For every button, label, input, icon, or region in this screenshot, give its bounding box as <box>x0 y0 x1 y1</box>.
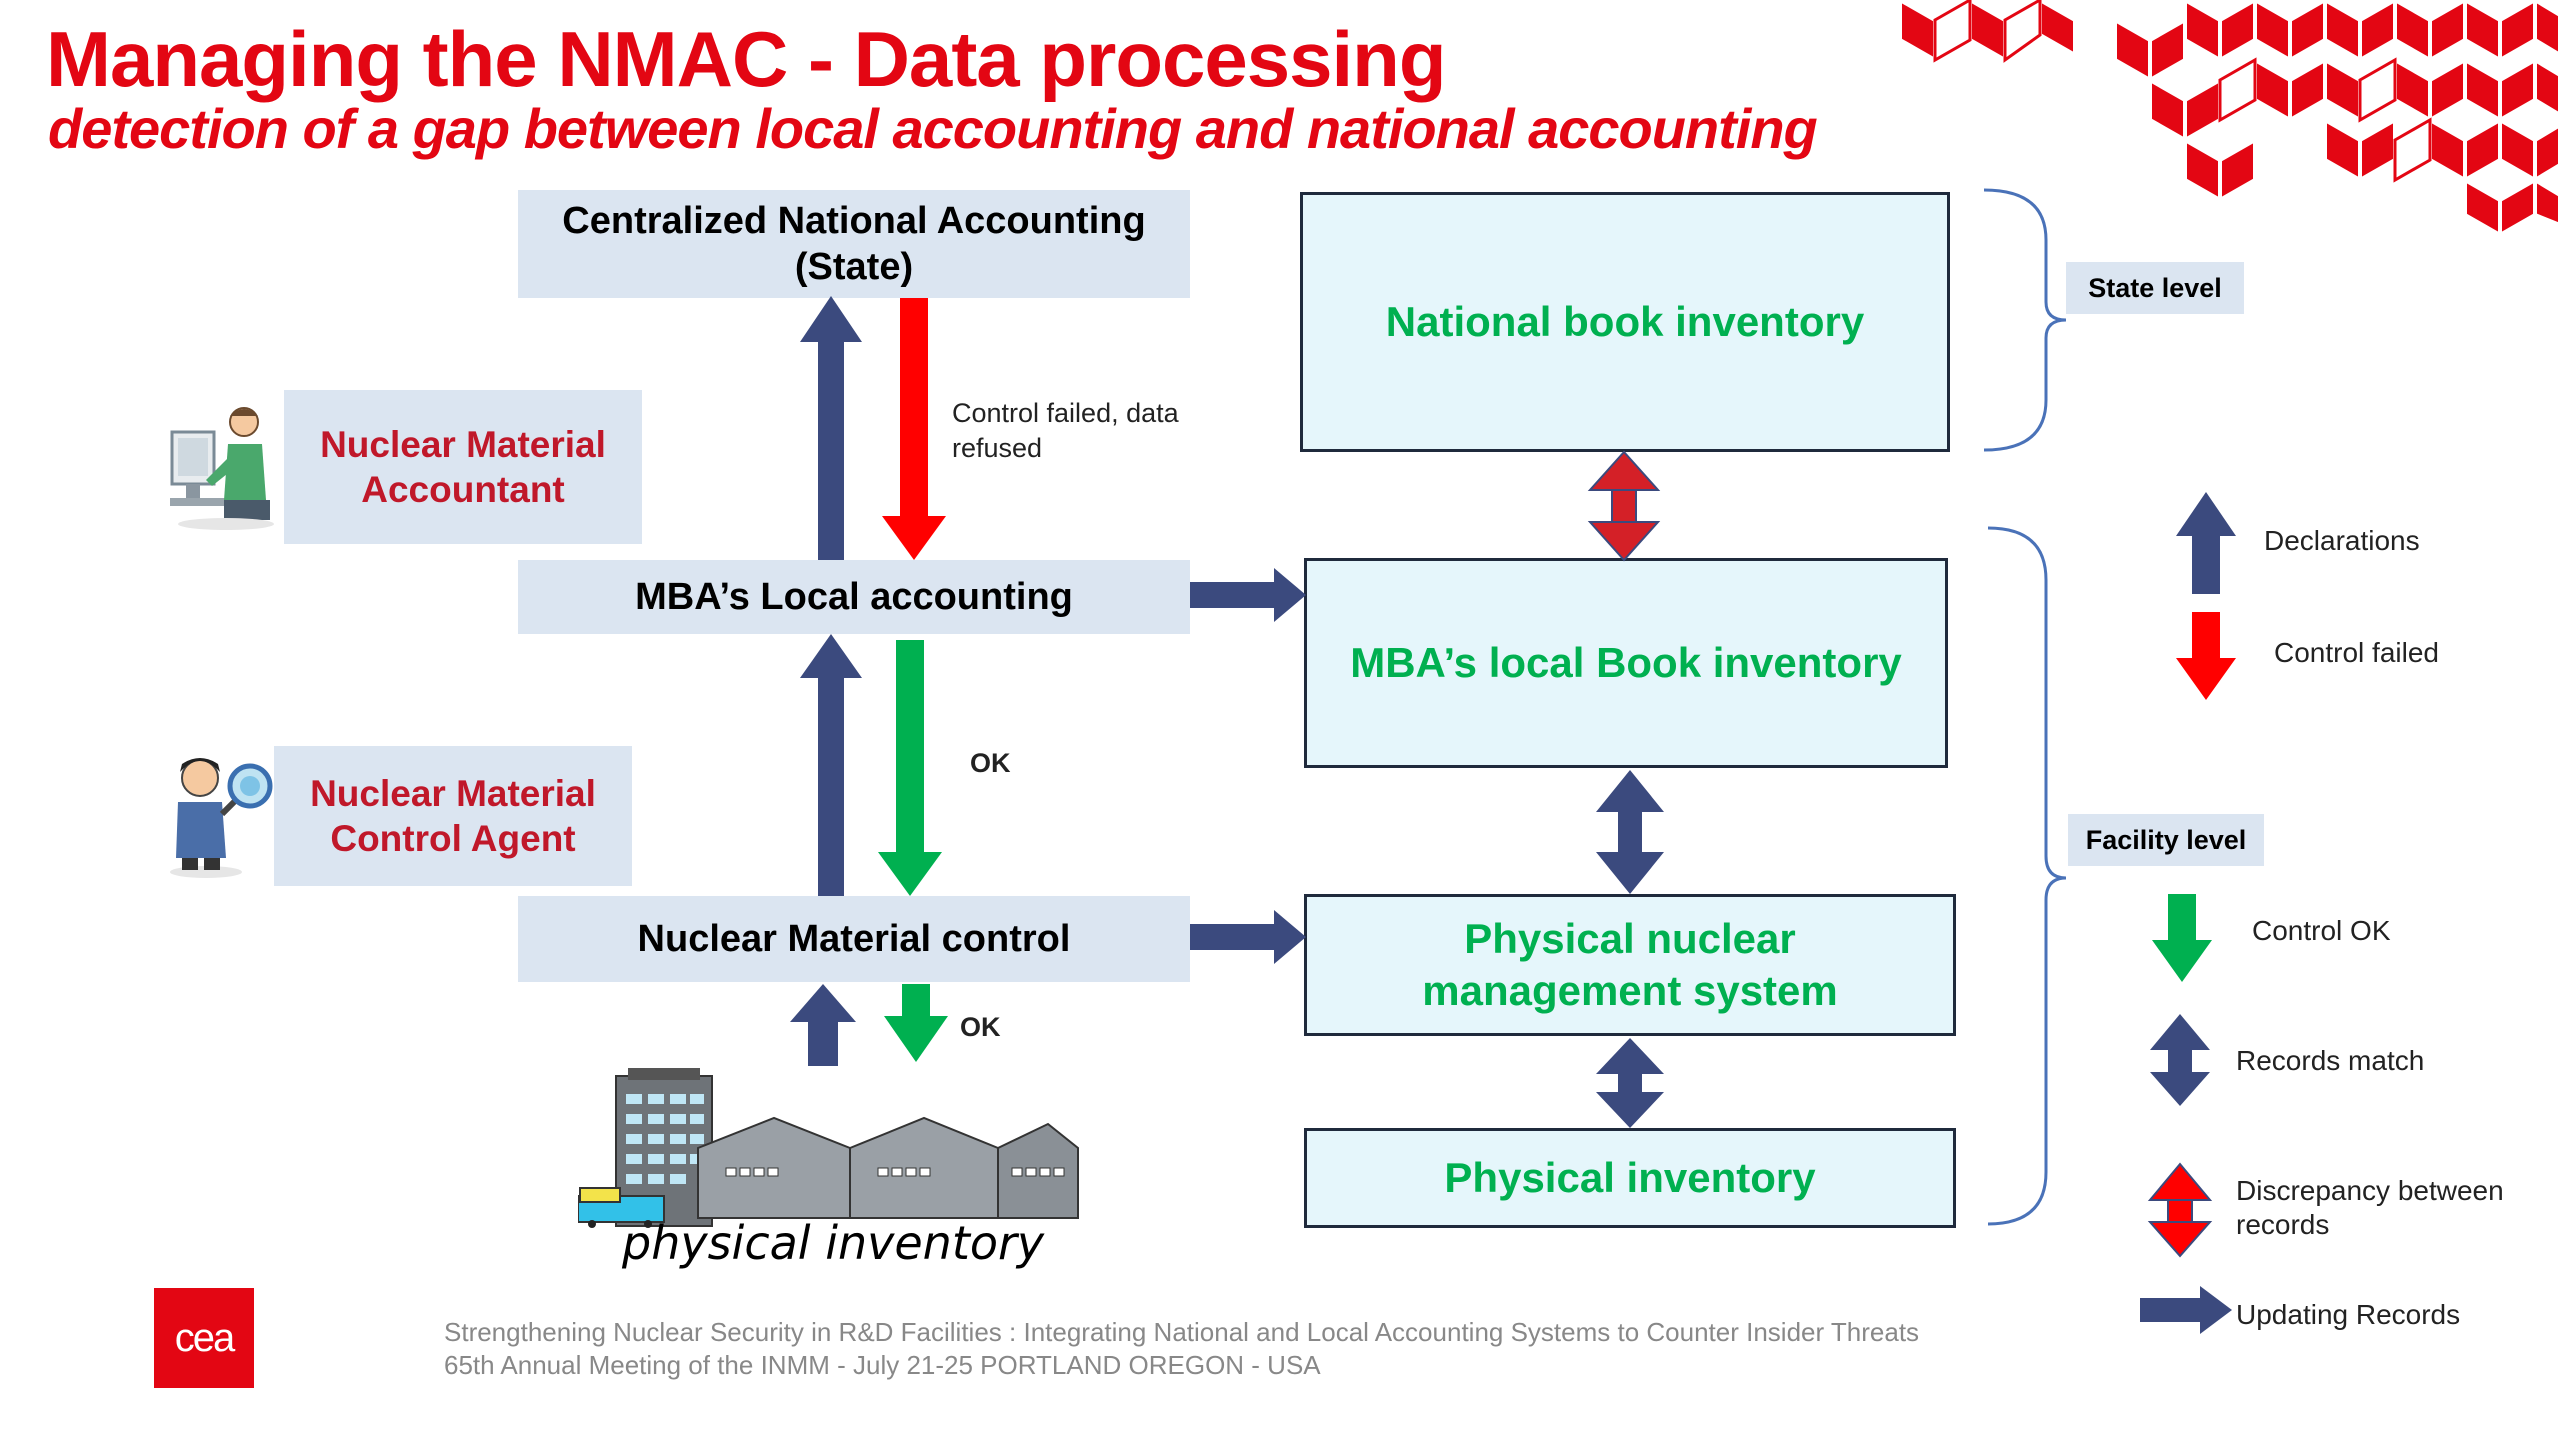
legend-control-failed-label: Control failed <box>2274 637 2439 668</box>
legend-discrepancy-arrow <box>2147 1162 2213 1258</box>
facility-level-brace <box>1987 526 2067 1226</box>
legend-discrepancy-label: Discrepancy between records <box>2236 1175 2504 1240</box>
mba-local-book-inventory-box: MBA’s local Book inventory <box>1304 558 1948 768</box>
legend-control-ok-arrow <box>2152 894 2212 982</box>
declaration-arrow-upper <box>800 296 862 560</box>
ok-note-lower: OK <box>960 1012 1001 1042</box>
discrepancy-arrow <box>1587 450 1661 562</box>
page-title: Managing the NMAC - Data processing <box>46 15 1446 103</box>
control-ok-arrow-lower <box>884 984 948 1062</box>
footer-line-1: Strengthening Nuclear Security in R&D Fa… <box>444 1317 1920 1347</box>
state-level-tag: State level <box>2066 262 2244 314</box>
legend-updating-label: Updating Records <box>2236 1299 2461 1330</box>
role-control-agent: Nuclear Material Control Agent <box>274 746 632 886</box>
inspector-with-magnifier-icon <box>170 758 273 878</box>
national-book-inventory-box: National book inventory <box>1300 192 1950 452</box>
ok-note-upper: OK <box>970 748 1011 778</box>
state-level-brace <box>1983 188 2067 452</box>
records-match-arrow-lower <box>1596 1038 1664 1128</box>
declaration-arrow-middle <box>800 634 862 896</box>
facility-level-tag: Facility level <box>2068 814 2264 866</box>
physical-inventory-caption: physical inventory <box>622 1216 1045 1270</box>
mba-local-accounting-box: MBA’s Local accounting <box>518 560 1190 634</box>
legend-control-ok-label: Control OK <box>2252 915 2391 946</box>
facility-buildings-icon <box>578 1068 1079 1228</box>
physical-nuclear-management-system-box: Physical nuclear management system <box>1304 894 1956 1036</box>
updating-arrow-lower <box>1190 910 1306 964</box>
role-accountant: Nuclear Material Accountant <box>284 390 642 544</box>
cea-logo-text: cea <box>174 1315 235 1360</box>
legend-declarations-label: Declarations <box>2264 525 2420 556</box>
control-ok-arrow-upper <box>878 640 942 896</box>
page-subtitle: detection of a gap between local account… <box>48 97 1818 160</box>
legend-declarations-arrow <box>2176 492 2236 594</box>
legend-updating-arrow <box>2140 1286 2232 1334</box>
cea-logo: cea <box>154 1288 254 1388</box>
legend-records-match-label: Records match <box>2236 1045 2425 1076</box>
footer-line-2: 65th Annual Meeting of the INMM - July 2… <box>444 1350 1321 1380</box>
nuclear-material-control-box: Nuclear Material control <box>518 896 1190 982</box>
accountant-at-computer-icon <box>170 407 274 530</box>
declaration-arrow-lower <box>790 984 856 1066</box>
legend-control-failed-arrow <box>2176 612 2236 700</box>
legend-records-match-arrow <box>2150 1014 2210 1106</box>
updating-arrow-upper <box>1190 568 1306 622</box>
records-match-arrow-upper <box>1596 770 1664 894</box>
physical-inventory-box: Physical inventory <box>1304 1128 1956 1228</box>
control-failed-note: Control failed, data refused <box>952 398 1179 463</box>
control-failed-arrow <box>882 298 946 560</box>
central-national-accounting-box: Centralized National Accounting (State) <box>518 190 1190 298</box>
